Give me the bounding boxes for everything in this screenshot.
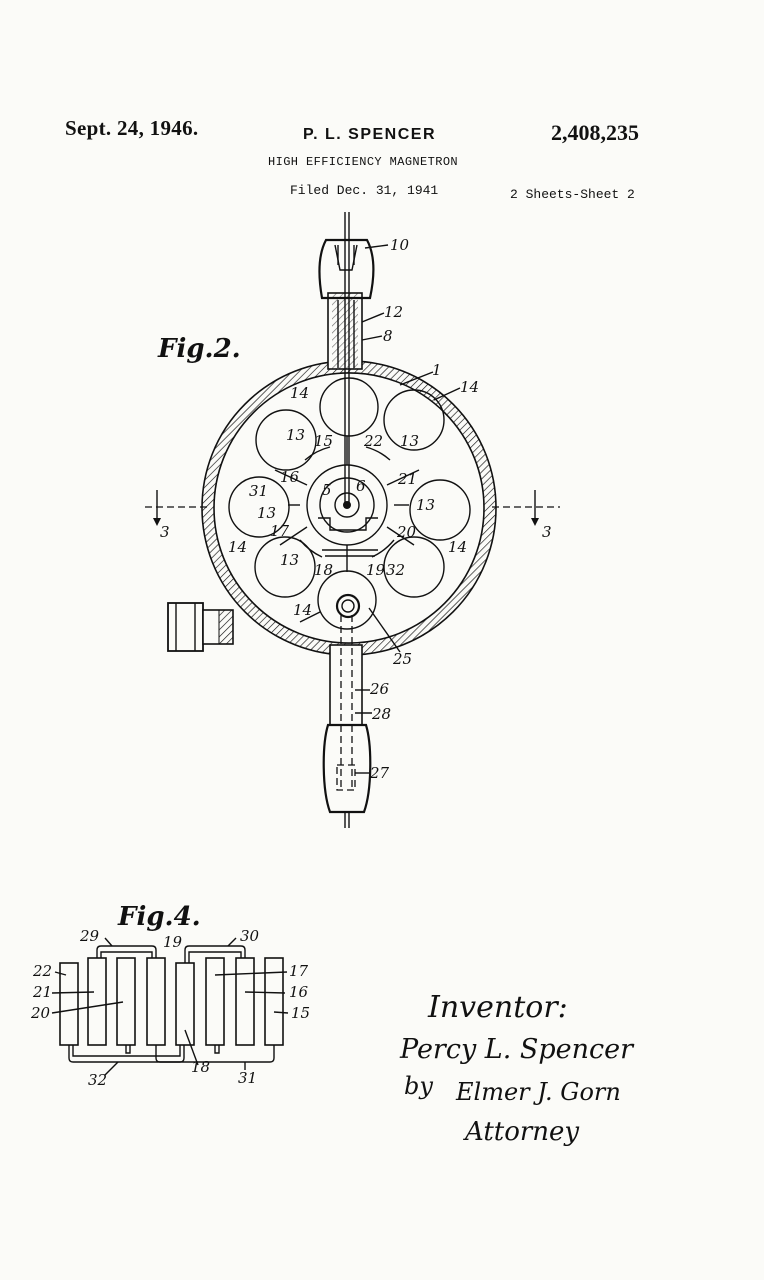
filed-date: Filed Dec. 31, 1941 (290, 183, 439, 198)
ref-28: 28 (371, 705, 391, 723)
by-label: by (404, 1072, 433, 1100)
fig4-ref-30: 30 (240, 927, 260, 945)
vane-22 (59, 962, 79, 1046)
fig4-ref-22: 22 (32, 962, 52, 980)
ref-14-top-left: 14 (290, 384, 309, 402)
anode-shell (201, 360, 497, 656)
resonator-cavity (254, 536, 316, 598)
resonator-cavity (228, 476, 290, 538)
ref-1: 1 (432, 361, 442, 379)
ref-20: 20 (396, 523, 417, 541)
fig4-ref-21: 21 (32, 983, 52, 1001)
ref-3-right: 3 (542, 523, 552, 541)
fig4-ref-32: 32 (88, 1071, 107, 1089)
ref-19: 19 (366, 561, 386, 579)
ref-13-d: 13 (257, 504, 276, 522)
vane-21 (87, 957, 107, 1046)
attorney-label: Attorney (463, 1117, 579, 1147)
ref-27: 27 (369, 764, 390, 782)
resonator-cavity (409, 479, 471, 541)
patent-date: Sept. 24, 1946. (65, 116, 199, 140)
inventor-label: Inventor: (427, 990, 568, 1025)
ref-13-a: 13 (286, 426, 305, 444)
fig2-label: Fig.2. (157, 334, 241, 364)
ref-14-top-right: 14 (460, 378, 479, 396)
vane-18 (175, 962, 195, 1046)
ref-15: 15 (314, 432, 333, 450)
fig4-drawing: Fig.4. 29 19 30 22 21 20 17 16 15 32 18 … (30, 902, 310, 1089)
ref-12: 12 (384, 303, 403, 321)
ref-5: 5 (322, 481, 332, 499)
ref-25: 25 (392, 650, 412, 668)
fig4-ref-19: 19 (163, 933, 183, 951)
fig4-ref-17: 17 (289, 962, 309, 980)
ref-22: 22 (363, 432, 383, 450)
vane-16 (235, 957, 255, 1046)
vane-20 (116, 957, 136, 1046)
vane-15 (264, 957, 284, 1046)
agent-signature: Elmer J. Gorn (455, 1078, 621, 1106)
fig4-label: Fig.4. (117, 902, 201, 932)
inventor-signature: Percy L. Spencer (399, 1034, 635, 1065)
resonator-cavity (383, 536, 445, 598)
sheet-number: 2 Sheets-Sheet 2 (510, 187, 635, 202)
ref-31: 31 (249, 482, 268, 500)
ref-13-c: 13 (416, 496, 435, 514)
ref-17: 17 (270, 522, 290, 540)
ref-13-e: 13 (280, 551, 299, 569)
ref-10: 10 (390, 236, 410, 254)
ref-6: 6 (356, 477, 366, 495)
patent-number: 2,408,235 (551, 120, 639, 145)
ref-21: 21 (397, 470, 417, 488)
output-tube (329, 644, 363, 726)
resonator-cavity (383, 389, 445, 451)
fig2-drawing: Fig.2. 10 12 8 1 14 14 14 14 14 13 13 13… (145, 212, 560, 828)
vane-19 (146, 957, 166, 1046)
fig4-ref-31: 31 (238, 1069, 257, 1087)
patent-title: HIGH EFFICIENCY MAGNETRON (268, 155, 459, 169)
ref-8: 8 (383, 327, 393, 345)
side-fitting (167, 602, 204, 652)
fig4-ref-16: 16 (289, 983, 309, 1001)
ref-16: 16 (280, 468, 300, 486)
ref-14-right: 14 (448, 538, 467, 556)
fig4-ref-15: 15 (291, 1004, 310, 1022)
fig4-ref-29: 29 (79, 927, 100, 945)
ref-3-left: 3 (160, 523, 170, 541)
ref-26: 26 (369, 680, 390, 698)
vane-17 (205, 957, 225, 1046)
fig4-ref-18: 18 (191, 1058, 210, 1076)
inventor-name: P. L. SPENCER (303, 126, 437, 143)
resonator-cavity (255, 409, 317, 471)
resonator-cavity (319, 377, 379, 437)
ref-18: 18 (314, 561, 333, 579)
fig4-ref-20: 20 (30, 1004, 51, 1022)
ref-14-left: 14 (228, 538, 247, 556)
ref-14-bottom: 14 (293, 601, 312, 619)
ref-13-b: 13 (400, 432, 419, 450)
signature-block: Inventor: Percy L. Spencer by Elmer J. G… (399, 990, 635, 1147)
ref-32: 32 (386, 561, 405, 579)
